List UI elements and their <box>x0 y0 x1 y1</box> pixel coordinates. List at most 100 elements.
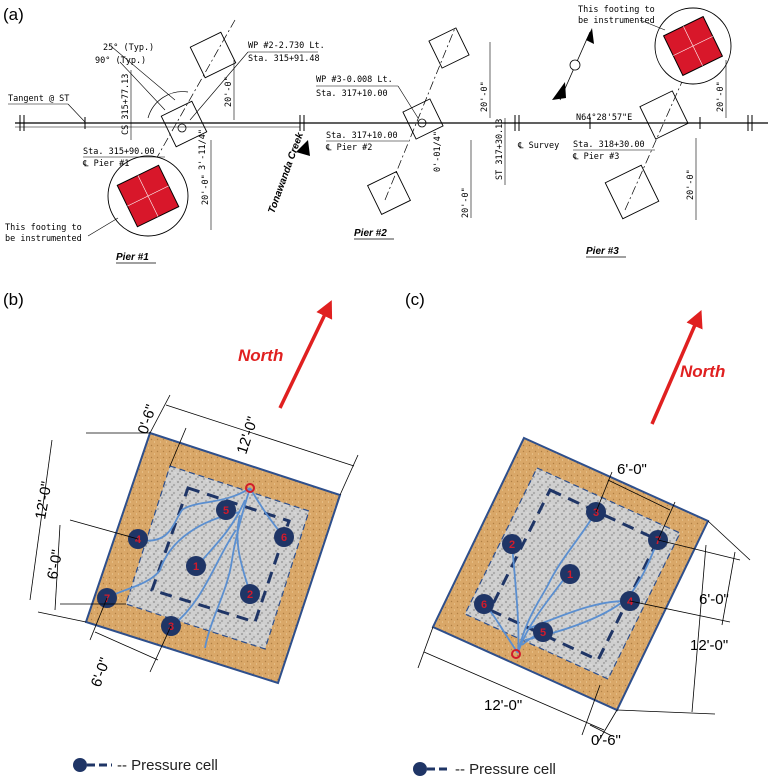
panel-b-cell-grid <box>150 486 291 624</box>
wp2-line1: WP #2-2.730 Lt. <box>248 41 325 51</box>
panel-b-label: (b) <box>3 290 24 309</box>
pier-1-dim-20-upper: 20'-0" <box>224 76 234 107</box>
pier-2-title: Pier #2 <box>354 228 387 239</box>
pier-3-dim-20-lower: 20'-0" <box>686 169 696 200</box>
pier-3: This footing to be instrumented N64°28'5… <box>517 5 732 258</box>
svg-text:4: 4 <box>627 596 634 608</box>
pier-2-dim-20-lower: 20'-0" <box>461 187 471 218</box>
pier-2: WP #3-0.008 Lt. Sta. 317+10.00 Sta. 317+… <box>316 27 506 240</box>
pier-2-dim-0: 0'-01/4" <box>433 131 443 172</box>
panel-b-dim-offset: 0'-6" <box>135 403 160 437</box>
svg-text:5: 5 <box>540 627 546 639</box>
panel-a-label: (a) <box>3 5 24 24</box>
panel-c-dim-offset: 0'-6" <box>591 732 621 749</box>
panel-c-dim-spacing-top: 6'-0" <box>617 461 647 478</box>
panel-a: (a) Tangent @ ST <box>3 5 768 264</box>
panel-b-dimension-lines <box>29 394 359 673</box>
pier-1-instrumented-footing <box>116 164 180 228</box>
svg-text:3: 3 <box>168 621 174 633</box>
pier-3-centerline: ℄ Pier #3 <box>572 152 619 162</box>
panel-c-cell-6: 6 <box>474 594 494 614</box>
wp3-line2: Sta. 317+10.00 <box>316 89 388 99</box>
panel-a-north-arrow <box>552 28 594 101</box>
pier-2-dim-20-upper: 20'-0" <box>480 81 490 112</box>
cs-station-label: CS 315+77.13 <box>121 74 131 135</box>
pier-1-title: Pier #1 <box>116 252 149 263</box>
svg-text:7: 7 <box>655 535 661 547</box>
panel-c-north-arrow: North <box>650 309 725 425</box>
svg-text:4: 4 <box>135 534 142 546</box>
panel-c: (c) North 1 2 3 4 5 <box>405 290 751 749</box>
panel-b: (b) North 1 2 3 4 <box>3 290 359 689</box>
legend-left-text: -- Pressure cell <box>117 757 218 774</box>
pier-2-column <box>402 98 444 140</box>
creek-label: Tonawanda Creek <box>266 131 306 215</box>
panel-c-dim-spacing-right: 6'-0" <box>699 591 729 608</box>
pier-1-column <box>160 100 208 148</box>
pier-1-footing-north <box>189 31 237 79</box>
pier-3-column <box>639 90 689 140</box>
legend-right: -- Pressure cell <box>413 761 556 778</box>
svg-text:6: 6 <box>481 599 487 611</box>
panel-c-dim-width: 12'-0" <box>484 697 522 714</box>
panel-b-cell-1: 1 <box>186 556 206 576</box>
panel-c-cell-2: 2 <box>502 534 522 554</box>
panel-c-pressure-cells: 1 2 3 4 5 6 7 <box>474 502 668 642</box>
legend-right-text: -- Pressure cell <box>455 761 556 778</box>
pier-3-title: Pier #3 <box>586 246 619 257</box>
pier-1-dim-20-lower: 20'-0" <box>201 174 211 205</box>
pier-1-dim-3: 3'-11/4" <box>198 129 208 170</box>
panel-b-gravel-pad <box>125 465 310 650</box>
panel-b-north-arrow: North <box>238 300 333 409</box>
footing-note-top-1: This footing to <box>578 5 655 15</box>
svg-text:5: 5 <box>223 505 229 517</box>
svg-text:1: 1 <box>193 561 199 573</box>
pier-1-centerline: ℄ Pier #1 <box>82 159 129 169</box>
bearing-label: N64°28'57"E <box>576 113 632 123</box>
panel-c-cell-5: 5 <box>533 622 553 642</box>
pier-2-centerline: ℄ Pier #2 <box>325 143 372 153</box>
panel-b-dim-spacing-bottom: 6'-0" <box>88 655 114 689</box>
creek-marker: Tonawanda Creek <box>266 131 310 215</box>
panel-b-north-label: North <box>238 346 283 365</box>
footing-note-bottom-2: be instrumented <box>5 234 82 244</box>
panel-b-dim-width: 12'-0" <box>234 415 262 457</box>
pier-2-footing-north <box>428 27 470 69</box>
svg-text:6: 6 <box>281 532 287 544</box>
panel-c-label: (c) <box>405 290 425 309</box>
footing-note-bottom-1: This footing to <box>5 223 82 233</box>
pier-3-station: Sta. 318+30.00 <box>573 140 645 150</box>
pier-3-dim-20-upper: 20'-0" <box>716 81 726 112</box>
panel-c-dim-height: 12'-0" <box>690 637 728 654</box>
panel-b-cell-5: 5 <box>216 500 236 520</box>
pier-2-footing-south <box>367 171 411 215</box>
panel-c-north-label: North <box>680 362 725 381</box>
st-station-label: ST 317+30.13 <box>495 119 505 180</box>
panel-b-cell-6: 6 <box>274 527 294 547</box>
pressure-cell-icon <box>73 758 87 772</box>
panel-c-cell-1: 1 <box>560 564 580 584</box>
panel-b-footing <box>84 431 342 685</box>
footing-note-top-2: be instrumented <box>578 16 655 26</box>
pier-1: 25° (Typ.) 90° (Typ.) CS 315+77.13 Sta. … <box>5 19 325 264</box>
svg-text:1: 1 <box>567 569 573 581</box>
angle-90-label: 90° (Typ.) <box>95 56 146 66</box>
svg-text:2: 2 <box>509 539 515 551</box>
pier-1-station: Sta. 315+90.00 <box>83 147 155 157</box>
panel-b-cell-2: 2 <box>240 584 260 604</box>
panel-b-dim-spacing-left: 6'-0" <box>44 548 66 580</box>
station-ticks <box>19 115 753 131</box>
pier-2-station: Sta. 317+10.00 <box>326 131 398 141</box>
wp3-line1: WP #3-0.008 Lt. <box>316 75 393 85</box>
panel-c-dimension-lines <box>417 471 751 743</box>
legend-left: -- Pressure cell <box>73 757 218 774</box>
tangent-label: Tangent @ ST <box>8 94 69 104</box>
pier-3-footing-south <box>604 164 660 220</box>
svg-text:2: 2 <box>247 589 253 601</box>
pressure-cell-icon <box>413 762 427 776</box>
pier-3-instrumented-footing <box>662 15 724 77</box>
svg-text:3: 3 <box>593 507 599 519</box>
angle-25-label: 25° (Typ.) <box>103 43 154 53</box>
survey-label: ℄ Survey <box>517 141 559 151</box>
